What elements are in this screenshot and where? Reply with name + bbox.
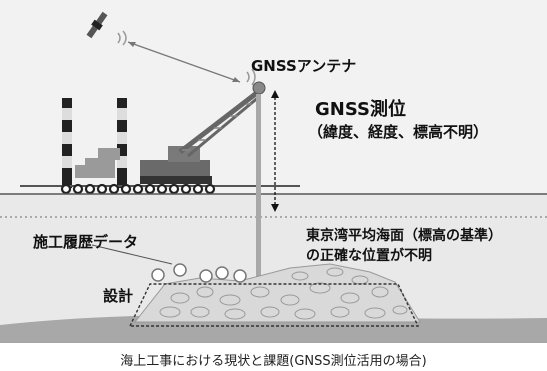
design-outline xyxy=(128,283,420,327)
gnss-positioning-label: GNSS測位 xyxy=(315,99,406,120)
gnss-positioning-detail: （緯度、経度、標高不明） xyxy=(308,123,489,141)
elevation-arrowhead-bottom xyxy=(271,204,279,212)
satellite-link-arrowhead-start xyxy=(128,42,136,47)
satellite-link-arrow xyxy=(127,41,241,83)
rubble-stones xyxy=(159,267,408,320)
crawler-crane xyxy=(140,90,261,184)
gnss-antenna-head xyxy=(252,81,266,95)
design-label: 設計 xyxy=(103,287,134,305)
sea-level-label-line2: の正確な位置が不明 xyxy=(306,248,432,264)
barge-wheels xyxy=(60,183,216,195)
gnss-antenna-label: GNSSアンテナ xyxy=(251,57,357,75)
construction-history-points xyxy=(151,263,247,283)
elevation-arrowhead-top xyxy=(271,90,279,98)
satellite-link-arrowhead-end xyxy=(232,77,240,82)
history-leader-line xyxy=(91,244,173,265)
satellite-signal-waves xyxy=(117,30,127,46)
antenna-signal-waves xyxy=(246,68,256,86)
figure-caption: 海上工事における現状と課題(GNSS測位活用の場合) xyxy=(120,354,427,369)
barge-pillars xyxy=(62,98,127,188)
sea-level-label-line1: 東京湾平均海面（標高の基準） xyxy=(306,228,502,244)
construction-history-label: 施工履歴データ xyxy=(33,233,139,251)
satellite-icon xyxy=(86,11,108,39)
cargo-blocks xyxy=(75,148,120,178)
antenna-pole xyxy=(256,94,261,280)
